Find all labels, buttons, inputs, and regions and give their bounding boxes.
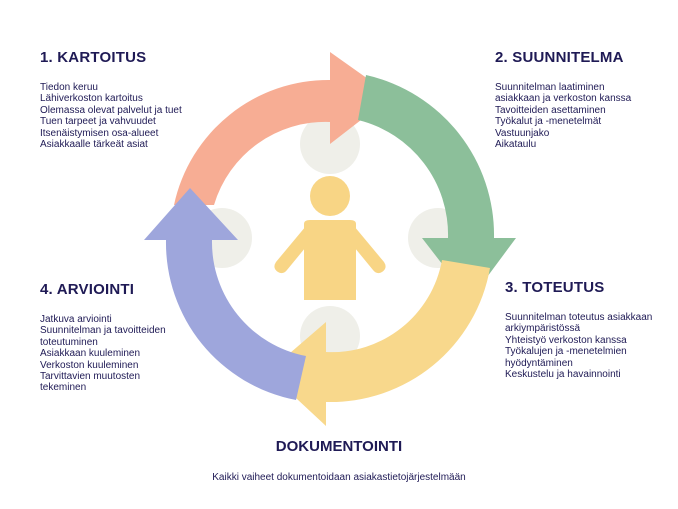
arrow-toteutus <box>268 260 490 426</box>
phase-kartoitus: 1. KARTOITUS Tiedon keruu Lähiverkoston … <box>40 49 182 150</box>
phase-item: Tavoitteiden asettaminen <box>495 104 606 116</box>
phase-item: Työkalujen ja -menetelmien <box>505 346 627 358</box>
phase-item: Suunnitelman laatiminen <box>495 82 605 93</box>
phase-item: Verkoston kuuleminen <box>40 359 139 371</box>
phase-item: Keskustelu ja havainnointi <box>505 369 621 381</box>
phase-suunnitelma: 2. SUUNNITELMA Suunnitelman laatiminen a… <box>495 49 631 150</box>
phase-toteutus: 3. TOTEUTUS Suunnitelman toteutus asiakk… <box>505 279 652 380</box>
phase-item: Asiakkaan kuuleminen <box>40 348 141 360</box>
phase-title: 1. KARTOITUS <box>40 49 147 66</box>
phase-item: Asiakkaalle tärkeät asiat <box>40 139 148 151</box>
arrow-arviointi <box>144 188 306 400</box>
phase-item: Suunnitelman toteutus asiakkaan <box>505 312 653 323</box>
phase-items: Suunnitelman laatiminen asiakkaan ja ver… <box>495 82 631 150</box>
phase-item: Tuen tarpeet ja vahvuudet <box>40 116 156 128</box>
phase-title: 3. TOTEUTUS <box>505 279 605 296</box>
phase-item: Jatkuva arviointi <box>40 314 112 325</box>
phase-item: Suunnitelman ja tavoitteiden <box>40 325 166 337</box>
arrow-kartoitus <box>174 52 392 205</box>
phase-item: tekeminen <box>40 382 87 394</box>
phase-item: Lähiverkoston kartoitus <box>40 93 143 105</box>
phase-item: Tiedon keruu <box>40 82 98 93</box>
phase-item: Vastuunjako <box>495 127 550 139</box>
phase-item: hyödyntäminen <box>505 357 573 369</box>
arrow-suunnitelma <box>358 75 516 300</box>
phase-items: Suunnitelman toteutus asiakkaan arkiympä… <box>505 312 652 380</box>
person-icon <box>274 176 386 300</box>
phase-title: 4. ARVIOINTI <box>40 281 135 298</box>
phase-item: Itsenäistymisen osa-alueet <box>40 127 159 139</box>
phase-items: Jatkuva arviointi Suunnitelman ja tavoit… <box>40 314 166 394</box>
phase-item: Aikataulu <box>495 139 537 151</box>
phase-item: Olemassa olevat palvelut ja tuet <box>40 104 182 116</box>
documentation-text: Kaikki vaiheet dokumentoidaan asiakastie… <box>212 472 466 483</box>
phase-items: Tiedon keruu Lähiverkoston kartoitus Ole… <box>40 82 182 150</box>
phase-title: 2. SUUNNITELMA <box>495 49 624 66</box>
phase-item: Tarvittavien muutosten <box>40 371 141 383</box>
phase-item: asiakkaan ja verkoston kanssa <box>495 93 632 105</box>
phase-item: Työkalut ja -menetelmät <box>495 116 602 128</box>
phase-item: toteutuminen <box>40 336 98 348</box>
phase-item: arkiympäristössä <box>505 323 581 335</box>
documentation-title: DOKUMENTOINTI <box>275 438 403 455</box>
phase-arviointi: 4. ARVIOINTI Jatkuva arviointi Suunnitel… <box>40 281 166 394</box>
phase-item: Yhteistyö verkoston kanssa <box>505 334 627 346</box>
